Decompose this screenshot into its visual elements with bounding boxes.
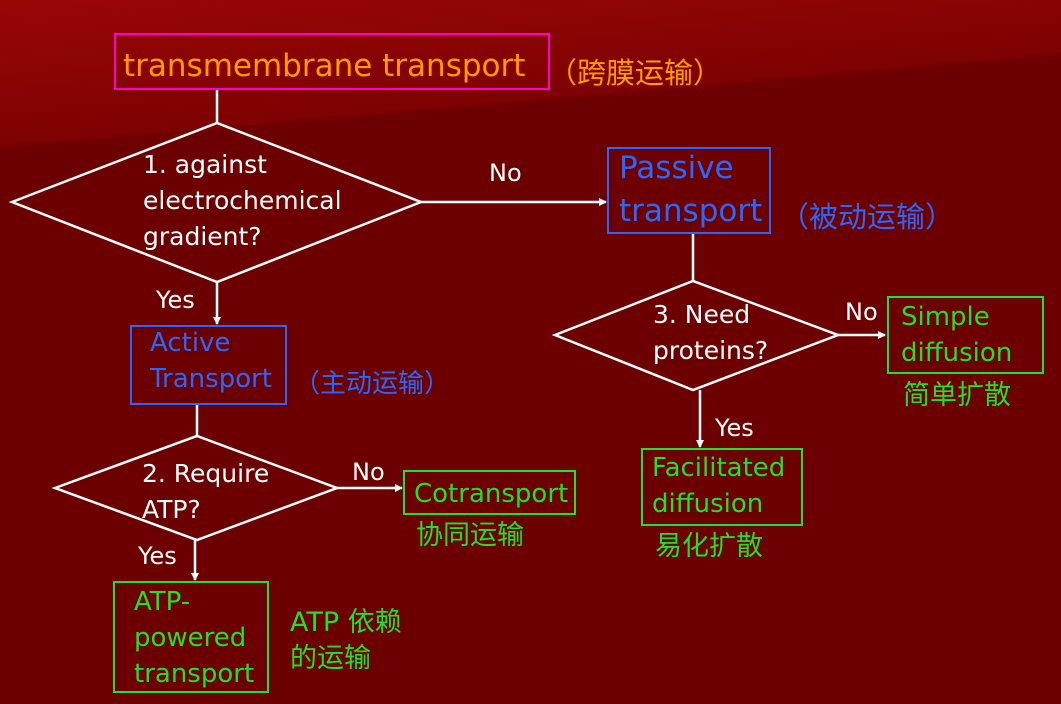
q2-no-label: No (352, 458, 385, 486)
q2-line-1: 2. Require (142, 459, 270, 488)
atp-line-2: powered (134, 623, 247, 653)
decision-diamond-2 (51, 434, 341, 542)
title-zh: （跨膜运输） (548, 56, 723, 90)
q3-yes-label: Yes (715, 414, 754, 442)
q1-line-2: electrochemical (143, 186, 342, 215)
cotransport-box (403, 470, 576, 515)
q3-line-1: 3. Need (653, 300, 751, 329)
facilitated-zh: 易化扩散 (655, 531, 763, 562)
cotransport-zh: 协同运输 (416, 520, 524, 551)
facilitated-diffusion-box (641, 448, 803, 526)
passive-line-1: Passive (619, 150, 734, 186)
facilitated-line-2: diffusion (652, 489, 764, 519)
q2-line-2: ATP? (142, 495, 201, 524)
simple-line-2: diffusion (901, 338, 1013, 368)
title-box (114, 33, 550, 90)
q2-yes-label: Yes (138, 542, 177, 570)
atp-zh-line-1: ATP 依赖 (290, 607, 402, 638)
active-zh: （主动运输） (294, 369, 451, 399)
q1-no-label: No (489, 159, 522, 187)
atp-line-3: transport (134, 659, 255, 689)
facilitated-line-1: Facilitated (652, 453, 786, 483)
atp-line-1: ATP- (134, 587, 191, 617)
passive-line-2: transport (619, 193, 763, 229)
simple-diffusion-box (887, 296, 1044, 374)
atp-zh-line-2: 的运输 (290, 643, 371, 674)
q1-line-3: gradient? (143, 222, 262, 251)
q1-line-1: 1. against (143, 150, 267, 179)
title-label: transmembrane transport (123, 48, 526, 84)
q3-line-2: proteins? (653, 336, 769, 365)
cotransport-label: Cotransport (414, 479, 569, 509)
active-transport-box (130, 325, 287, 405)
q3-no-label: No (845, 298, 878, 326)
active-line-2: Transport (150, 364, 273, 394)
passive-zh: （被动运输） (780, 200, 955, 234)
q1-yes-label: Yes (156, 286, 195, 314)
simple-line-1: Simple (901, 302, 990, 332)
passive-transport-box (607, 147, 771, 234)
active-line-1: Active (150, 328, 231, 358)
atp-powered-transport-box (113, 581, 269, 693)
simple-zh: 简单扩散 (903, 380, 1011, 411)
